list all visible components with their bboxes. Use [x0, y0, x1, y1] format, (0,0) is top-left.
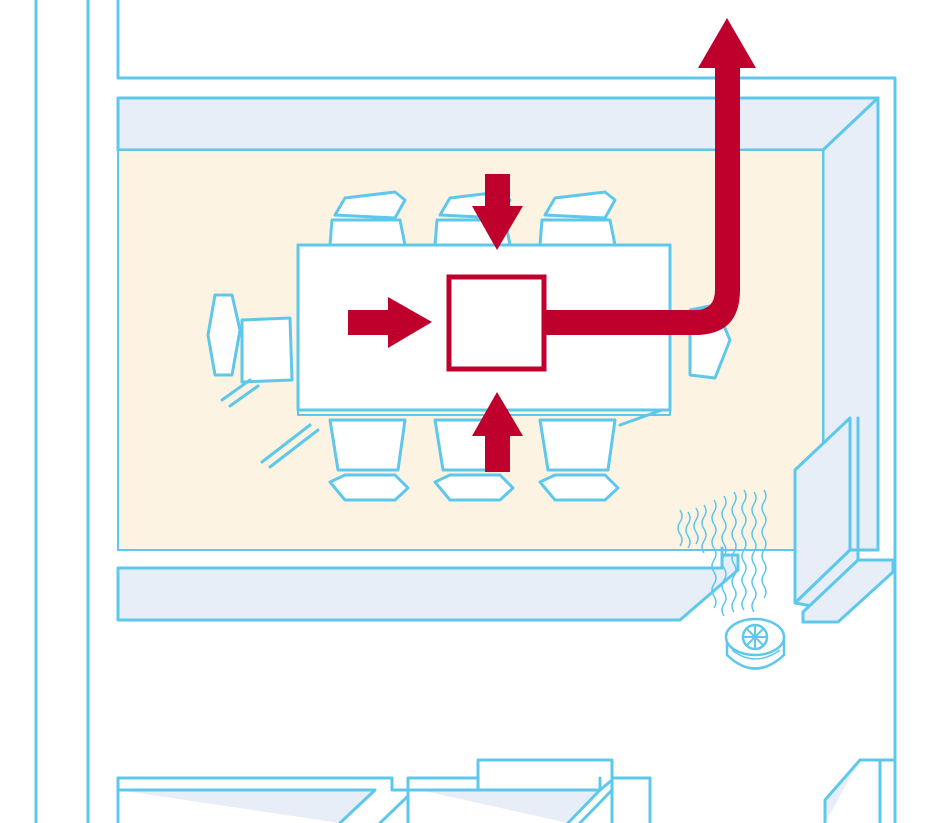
air-flow — [348, 18, 756, 472]
arrow-icon — [348, 297, 432, 348]
chair-icon — [260, 408, 664, 502]
exhaust-duct-icon — [545, 18, 756, 335]
extraction-box — [446, 274, 547, 372]
cabinet — [793, 416, 895, 624]
building-outline — [34, 0, 897, 823]
arrow-icon — [472, 174, 523, 250]
heat-waves-icon — [677, 489, 767, 617]
arrow-icon — [472, 392, 523, 472]
lower-room-walls — [116, 758, 897, 823]
chair-icon — [328, 190, 617, 247]
air-purifier-icon — [724, 617, 786, 670]
